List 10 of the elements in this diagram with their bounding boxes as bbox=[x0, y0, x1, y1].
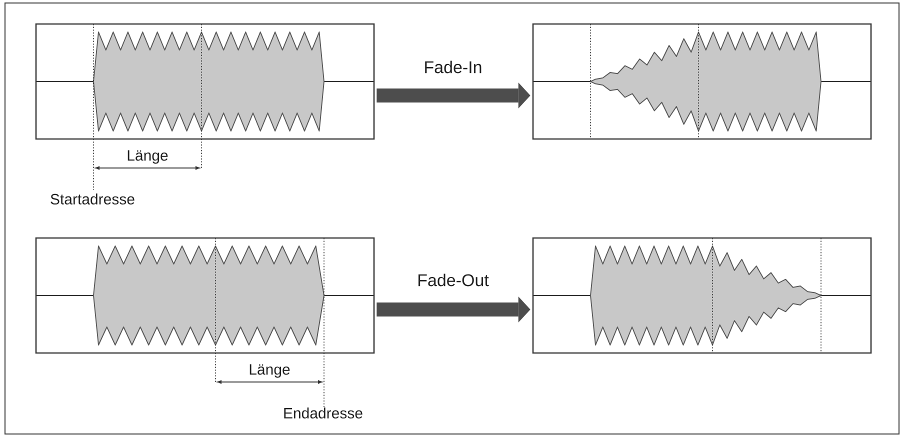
waveform-panel bbox=[532, 23, 872, 140]
block-arrow bbox=[376, 296, 530, 322]
waveform-panel bbox=[532, 237, 872, 354]
edge-label: Fade-In bbox=[425, 60, 482, 74]
edge-label: Fade-Out bbox=[418, 274, 489, 286]
waveform-panel bbox=[35, 23, 375, 140]
block-arrow bbox=[376, 82, 530, 108]
waveform-panel bbox=[35, 237, 375, 354]
marker-label: Startadresse bbox=[50, 194, 134, 204]
marker-label: Endadresse bbox=[284, 408, 362, 418]
